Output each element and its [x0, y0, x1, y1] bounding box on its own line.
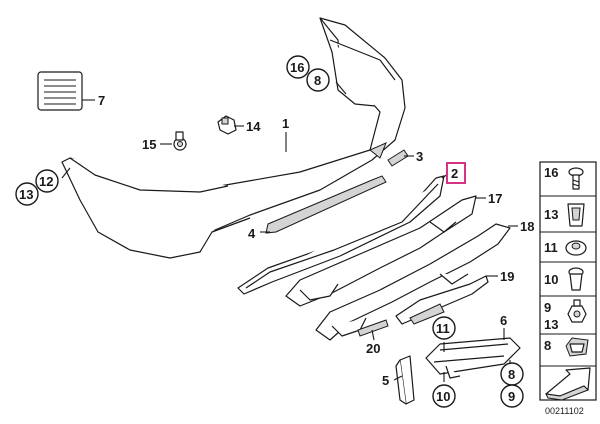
callout-15: 15 — [142, 137, 156, 152]
reinforcement-bar — [395, 275, 489, 325]
legend-9: 9 — [544, 300, 551, 315]
reflector-strip — [265, 175, 387, 234]
hex-bolt-icon — [567, 299, 587, 323]
bracket-clip — [387, 149, 409, 167]
vent-grille — [37, 71, 83, 111]
callout-11: 11 — [436, 321, 450, 336]
trim-strip — [237, 175, 445, 295]
callout-2: 2 — [451, 166, 458, 181]
callout-12: 12 — [39, 174, 53, 189]
clip-nut-icon — [567, 203, 585, 227]
callout-2-highlight — [446, 162, 466, 184]
callout-20: 20 — [366, 341, 380, 356]
callout-6: 6 — [500, 313, 507, 328]
expanding-clip-icon — [568, 267, 584, 291]
trim-clip — [357, 319, 389, 337]
callout-5: 5 — [382, 373, 389, 388]
callout-13: 13 — [19, 187, 33, 202]
legend-13-top: 13 — [544, 207, 558, 222]
callout-17: 17 — [488, 191, 502, 206]
diffuser-lower — [315, 223, 511, 341]
callout-18: 18 — [520, 219, 534, 234]
part-code: 00211102 — [545, 406, 584, 416]
legend-13-bottom: 13 — [544, 317, 558, 332]
push-fastener — [217, 115, 237, 135]
callout-16-8-group: 16 8 — [286, 55, 330, 92]
legend-11: 11 — [544, 240, 558, 255]
direction-arrow-icon — [545, 367, 591, 401]
bumper-trim-panel — [61, 17, 406, 259]
callout-12-13-group: 12 13 — [15, 169, 59, 206]
grommet-clip — [173, 131, 187, 151]
callout-19: 19 — [500, 269, 514, 284]
legend-16: 16 — [544, 165, 558, 180]
callout-4: 4 — [248, 226, 256, 241]
mount-bracket — [395, 355, 415, 405]
diffuser-upper — [285, 195, 477, 307]
callout-3: 3 — [416, 149, 423, 164]
screw-icon — [568, 167, 584, 190]
callout-9: 9 — [508, 389, 515, 404]
callout-7: 7 — [98, 93, 105, 108]
callout-14: 14 — [246, 119, 261, 134]
fastener-legend-panel: 16 13 11 10 9 13 — [539, 161, 597, 401]
clamp-nut-icon — [565, 337, 589, 357]
push-nut-icon — [565, 240, 587, 256]
callout-10-group: 10 — [432, 384, 456, 408]
callout-8-bottom: 8 — [508, 367, 515, 382]
callout-8-top: 8 — [314, 73, 321, 88]
legend-8: 8 — [544, 338, 551, 353]
callout-16: 16 — [290, 60, 304, 75]
callout-8-9-group: 8 9 — [500, 362, 524, 408]
callout-11-group: 11 — [432, 316, 456, 340]
callout-10: 10 — [436, 389, 450, 404]
underbody-shield — [425, 337, 521, 379]
legend-10: 10 — [544, 272, 558, 287]
callout-1: 1 — [282, 116, 289, 131]
